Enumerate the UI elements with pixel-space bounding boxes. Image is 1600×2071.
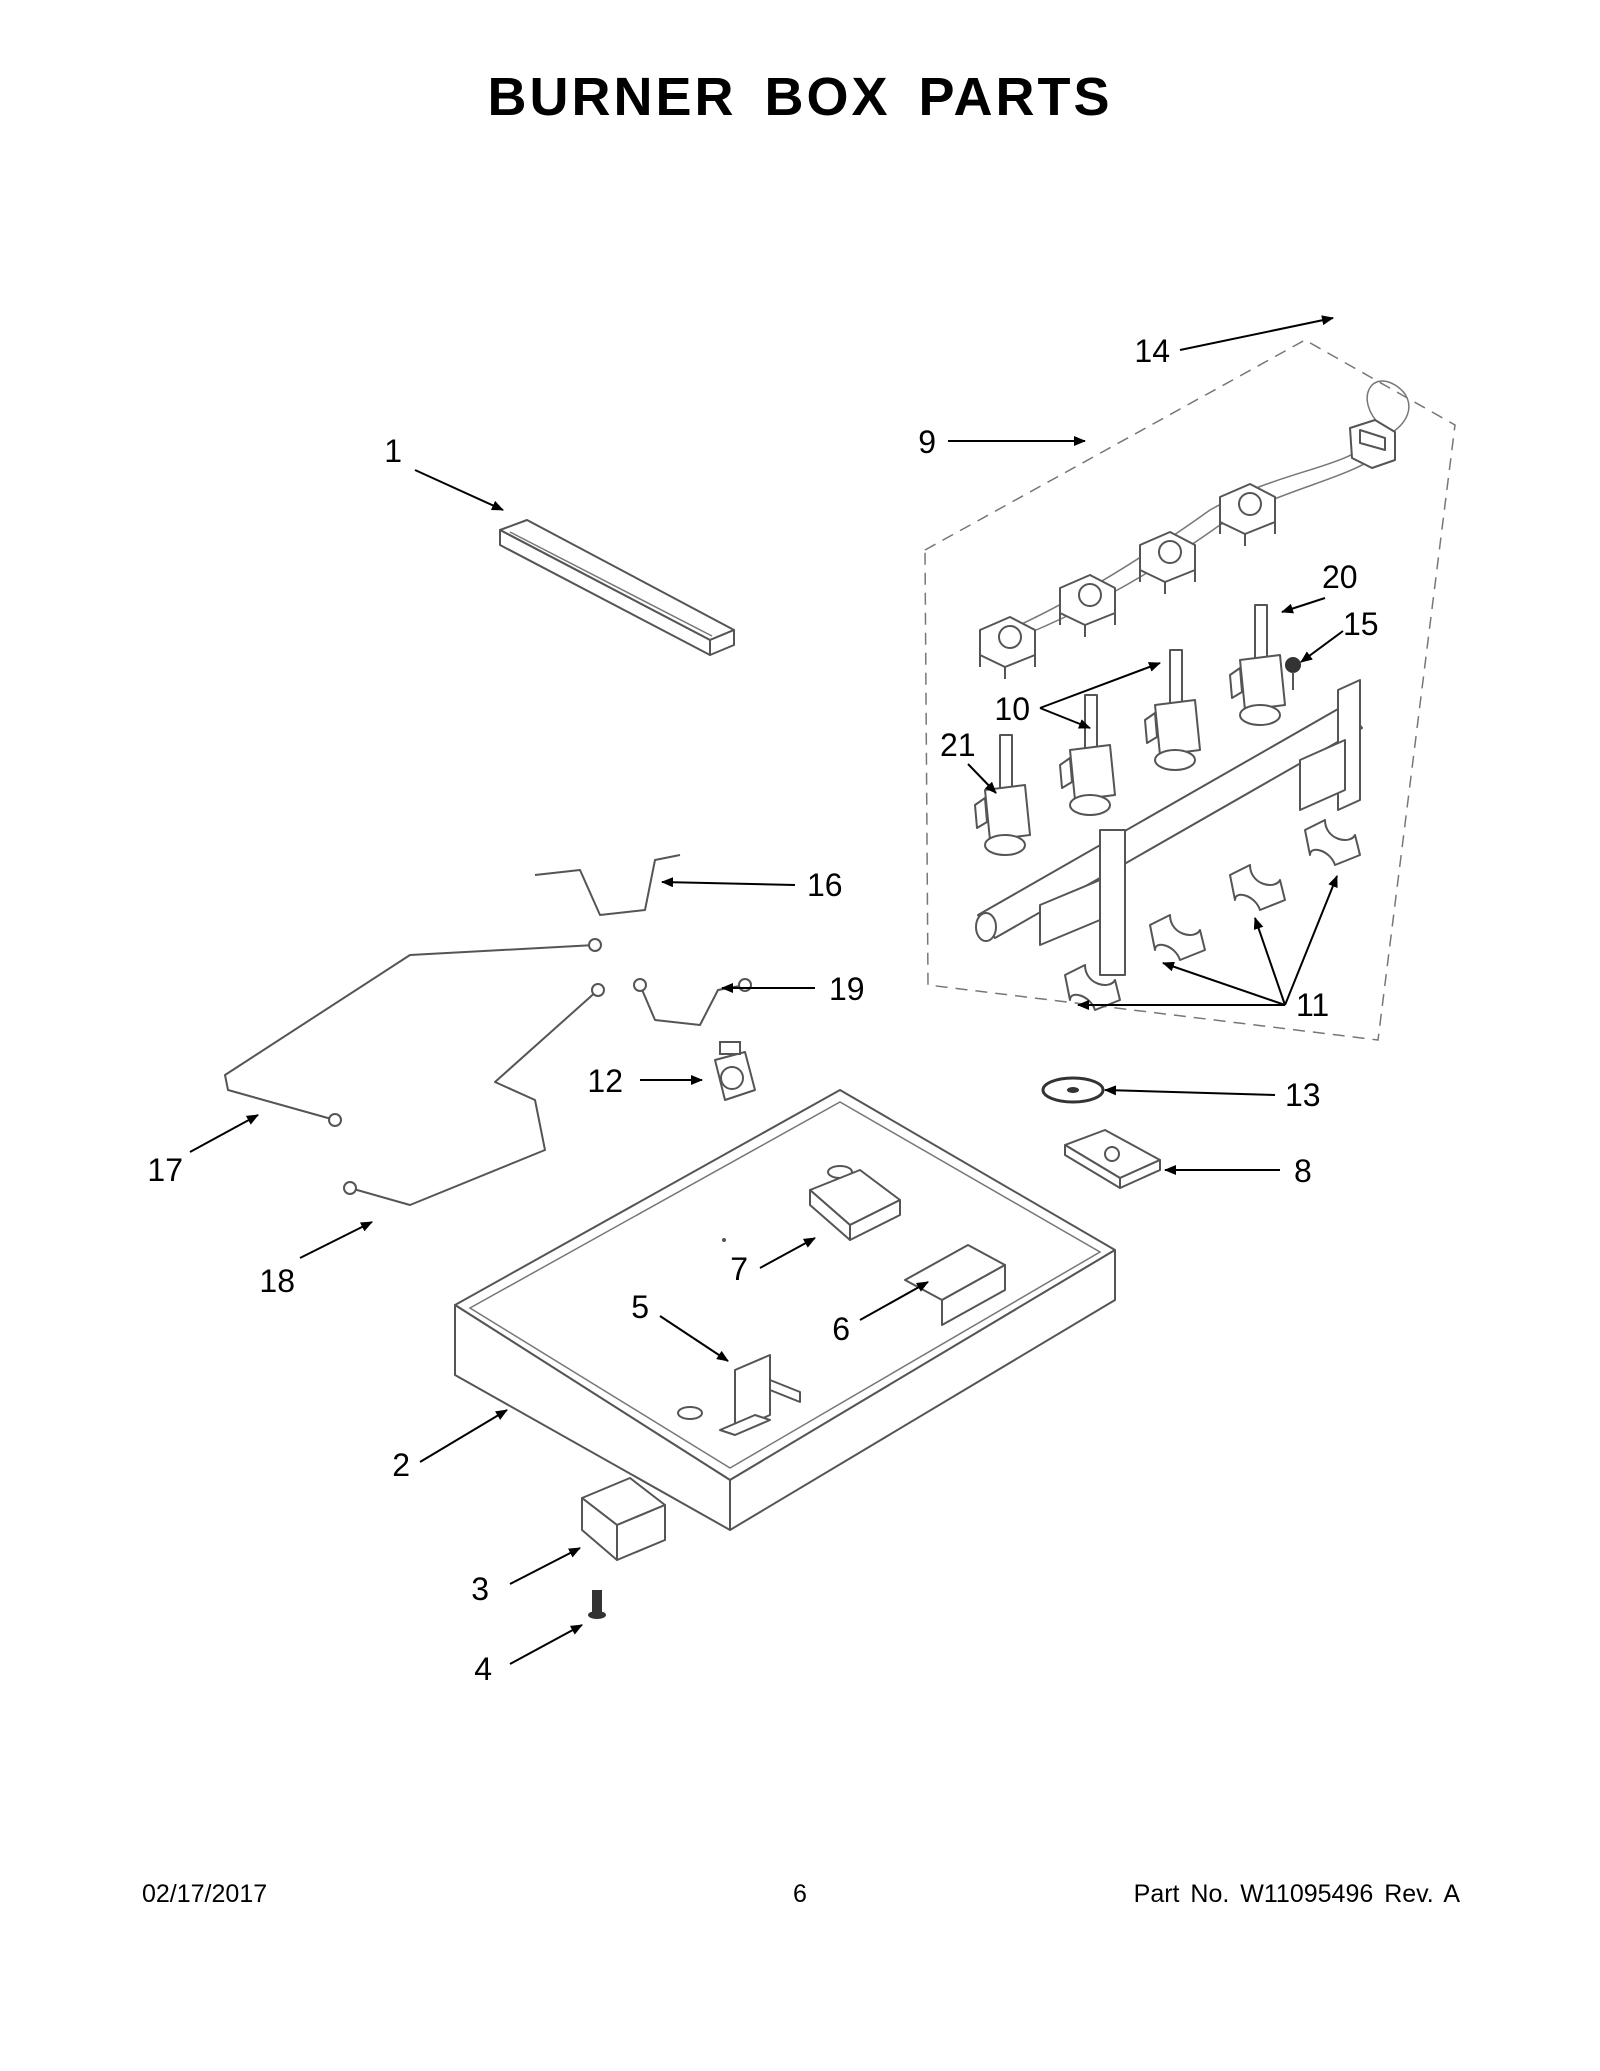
- callout-18: 18: [259, 1263, 295, 1299]
- footer-page-number: 6: [793, 1880, 807, 1908]
- callout-16: 16: [807, 867, 843, 903]
- callout-8: 8: [1294, 1153, 1312, 1189]
- part-4-screw[interactable]: [588, 1590, 606, 1619]
- part-10-gas-valves[interactable]: [974, 604, 1286, 856]
- callout-6: 6: [832, 1311, 850, 1347]
- igniter-switches: [979, 483, 1276, 679]
- part-11-clips[interactable]: [1064, 819, 1361, 1011]
- callout-15: 15: [1343, 606, 1379, 642]
- part-16-tube[interactable]: [534, 854, 681, 916]
- leader-arrows: [189, 315, 1344, 1665]
- callout-10: 10: [994, 691, 1030, 727]
- part-7-terminal-block[interactable]: [809, 1169, 901, 1241]
- page-title: BURNER BOX PARTS: [487, 67, 1113, 127]
- part-9-valve-assembly-boundary: [924, 339, 1456, 1041]
- footer-part-number: Part No. W11095496 Rev. A: [1133, 1880, 1460, 1908]
- part-15-screw[interactable]: [1285, 657, 1301, 690]
- callout-13: 13: [1285, 1077, 1321, 1113]
- callout-21: 21: [940, 727, 976, 763]
- callout-14: 14: [1134, 333, 1170, 369]
- callout-4: 4: [474, 1651, 492, 1687]
- callout-7: 7: [730, 1251, 748, 1287]
- part-13-washer[interactable]: [1041, 1076, 1105, 1104]
- callout-11: 11: [1296, 987, 1329, 1023]
- gas-manifold: [975, 679, 1363, 976]
- part-3-bracket[interactable]: [581, 1477, 666, 1561]
- callout-1: 1: [384, 433, 402, 469]
- part-19-tube[interactable]: [633, 978, 752, 1026]
- callout-12: 12: [587, 1063, 623, 1099]
- footer-date: 02/17/2017: [142, 1880, 268, 1908]
- part-6-shield[interactable]: [904, 1244, 1006, 1326]
- callout-19: 19: [829, 971, 865, 1007]
- part-14-wire-harness[interactable]: [984, 380, 1410, 649]
- part-12-regulator[interactable]: [714, 1041, 756, 1101]
- part-5-bracket[interactable]: [719, 1354, 801, 1436]
- callout-5: 5: [631, 1289, 649, 1325]
- callout-20: 20: [1322, 559, 1358, 595]
- part-18-tube[interactable]: [343, 983, 605, 1206]
- part-8-plate[interactable]: [1064, 1129, 1161, 1189]
- callout-9: 9: [918, 424, 936, 460]
- callout-2: 2: [392, 1447, 410, 1483]
- callout-17: 17: [147, 1152, 183, 1188]
- part-17-tube[interactable]: [224, 938, 602, 1127]
- part-1-bracket[interactable]: [499, 519, 735, 656]
- part-2-burner-box[interactable]: [454, 1089, 1116, 1531]
- callout-3: 3: [471, 1571, 489, 1607]
